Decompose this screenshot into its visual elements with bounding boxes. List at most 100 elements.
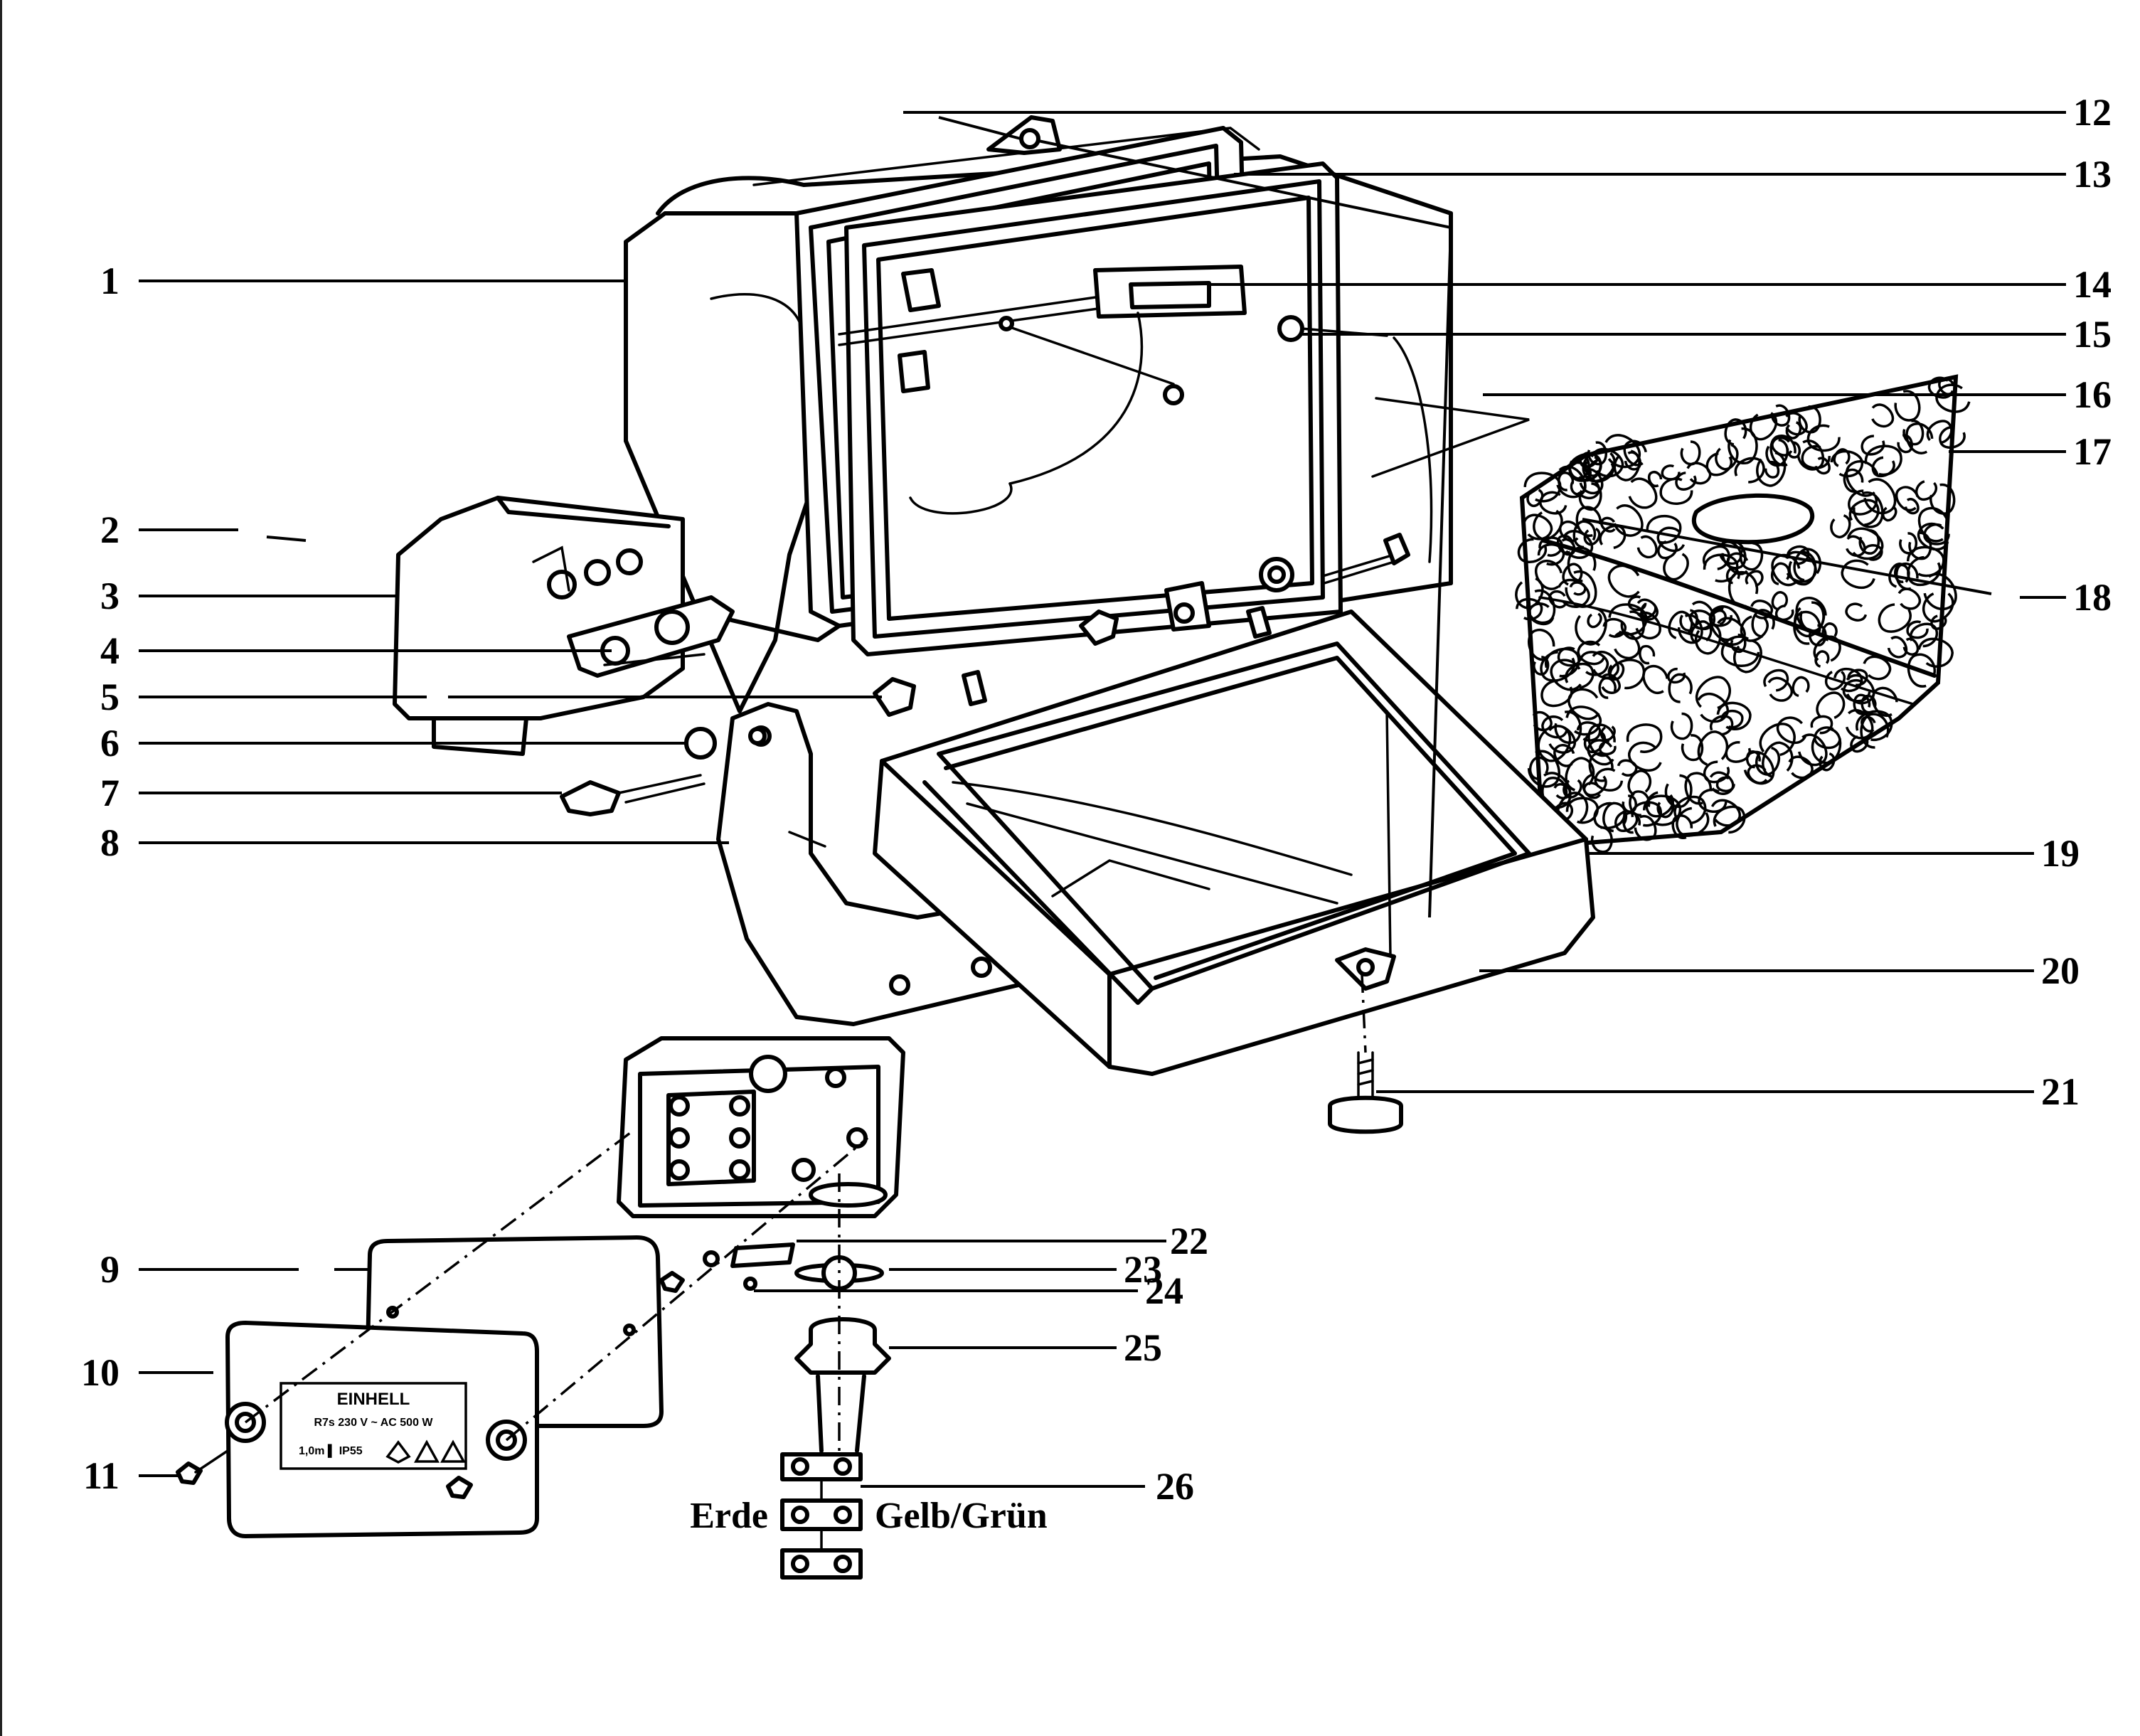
callout-16: 16 — [2073, 373, 2112, 416]
texture-mark — [1569, 581, 1587, 596]
texture-mark — [1523, 472, 1562, 503]
texture-mark — [1556, 534, 1575, 555]
texture-mark — [1593, 802, 1626, 830]
texture-mark — [1897, 434, 1913, 454]
texture-mark — [1710, 799, 1741, 827]
texture-mark — [1607, 661, 1625, 681]
texture-mark — [1668, 673, 1693, 703]
callout-4: 4 — [100, 629, 119, 672]
texture-mark — [1786, 545, 1810, 565]
reflector-part — [1515, 374, 1971, 853]
texture-mark — [1599, 524, 1627, 549]
texture-mark — [1845, 708, 1874, 740]
texture-mark — [1897, 587, 1921, 610]
texture-mark — [1725, 741, 1751, 763]
texture-mark — [1908, 531, 1932, 560]
texture-mark — [1878, 603, 1912, 633]
lamp-box-part — [393, 496, 735, 756]
callout-25: 25 — [1124, 1326, 1162, 1369]
texture-mark — [1907, 653, 1936, 688]
texture-mark — [1749, 412, 1777, 441]
texture-mark — [1565, 570, 1597, 608]
callout-20: 20 — [2041, 949, 2080, 992]
texture-mark — [1814, 457, 1831, 475]
texture-mark — [1860, 713, 1890, 749]
texture-mark — [1751, 609, 1775, 638]
texture-mark — [1771, 404, 1791, 427]
texture-mark — [1767, 676, 1794, 702]
texture-mark — [1697, 692, 1729, 723]
page-left-border — [0, 0, 2, 1736]
texture-mark — [1763, 669, 1789, 692]
texture-mark — [1922, 592, 1954, 623]
texture-mark — [1762, 741, 1794, 779]
texture-mark — [1716, 701, 1752, 730]
texture-mark — [1592, 650, 1619, 679]
texture-mark — [1664, 774, 1693, 809]
texture-mark — [1540, 651, 1576, 682]
texture-mark — [1602, 802, 1628, 833]
warning-triangle-icon — [414, 1439, 440, 1463]
texture-mark — [1548, 725, 1577, 754]
texture-mark — [1747, 764, 1768, 784]
texture-mark — [1565, 705, 1602, 736]
texture-mark — [1601, 673, 1621, 694]
texture-mark — [1671, 814, 1693, 839]
texture-mark — [1594, 767, 1624, 792]
texture-mark — [1577, 640, 1606, 666]
texture-mark — [1583, 782, 1602, 799]
texture-mark — [1810, 715, 1833, 735]
texture-mark — [1863, 655, 1892, 681]
texture-mark — [1895, 486, 1919, 512]
earth-label: Erde — [690, 1496, 768, 1536]
texture-mark — [1811, 728, 1842, 765]
terminal-box-part — [617, 1036, 905, 1218]
texture-mark — [1860, 715, 1876, 733]
texture-mark — [1533, 509, 1563, 540]
texture-mark — [1703, 545, 1730, 570]
texture-mark — [1563, 779, 1582, 799]
texture-mark — [1628, 477, 1658, 509]
texture-mark — [1678, 614, 1703, 644]
texture-mark — [1792, 676, 1810, 698]
callout-22: 22 — [1170, 1220, 1208, 1262]
texture-mark — [1575, 607, 1607, 646]
texture-mark — [1796, 440, 1825, 471]
texture-mark — [1640, 602, 1657, 619]
texture-mark — [1579, 451, 1598, 469]
texture-mark — [1917, 637, 1954, 668]
callout-24: 24 — [1145, 1269, 1183, 1312]
texture-mark — [1715, 776, 1735, 792]
callout-7: 7 — [100, 772, 119, 814]
texture-mark — [1894, 563, 1910, 583]
texture-mark — [1720, 709, 1744, 729]
cable-gland-part — [794, 1255, 891, 1453]
texture-mark — [1572, 520, 1597, 549]
texture-mark — [1686, 462, 1712, 485]
texture-mark — [1676, 806, 1710, 837]
texture-mark — [1930, 614, 1947, 630]
texture-mark — [1881, 506, 1897, 522]
texture-mark — [1562, 563, 1583, 586]
texture-mark — [1864, 444, 1902, 476]
callout-21: 21 — [2041, 1070, 2080, 1113]
texture-mark — [1842, 678, 1871, 703]
texture-mark — [1587, 612, 1602, 629]
texture-mark — [1526, 589, 1556, 624]
reflector-texture — [1515, 376, 1971, 853]
rating-plate: EINHELL R7s 230 V ~ AC 500 W 1,0m ▌ IP55 — [299, 1390, 466, 1464]
texture-mark — [1617, 759, 1638, 777]
callout-23: 23 — [1124, 1248, 1162, 1291]
texture-mark — [1798, 405, 1821, 434]
texture-mark — [1785, 421, 1802, 440]
callout-labels: 1 2 3 4 5 6 7 8 9 10 11 12 13 14 15 16 1… — [81, 91, 2112, 1536]
texture-mark — [1750, 600, 1774, 619]
callout-18: 18 — [2073, 576, 2112, 619]
texture-mark — [1646, 514, 1682, 544]
texture-mark — [1926, 420, 1953, 444]
texture-mark — [1602, 617, 1627, 638]
texture-mark — [1515, 577, 1544, 609]
texture-mark — [1771, 590, 1789, 611]
front-tray-part — [873, 609, 1595, 1076]
texture-mark — [1627, 741, 1662, 772]
